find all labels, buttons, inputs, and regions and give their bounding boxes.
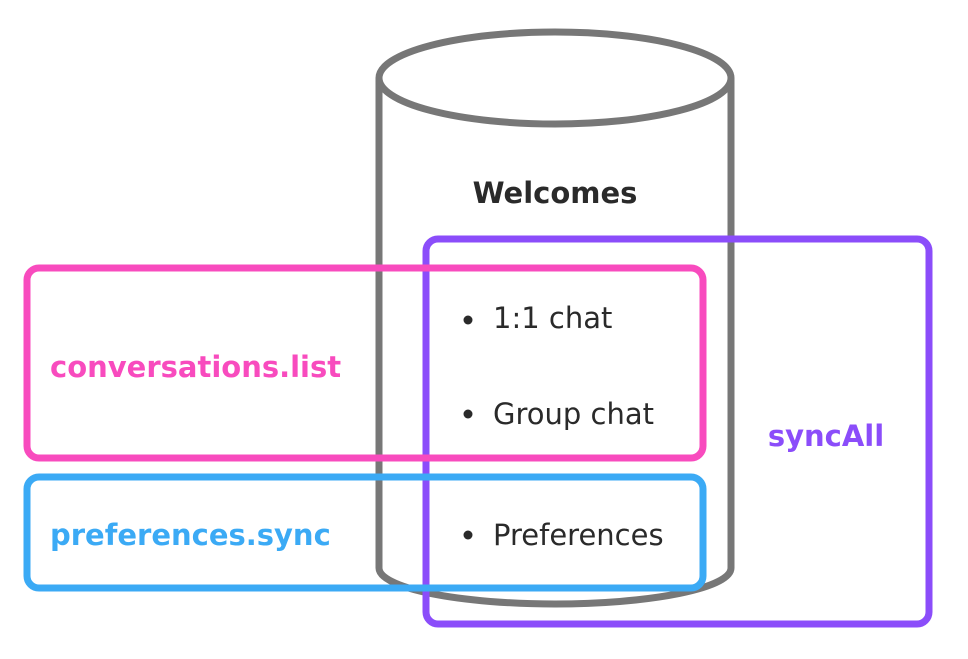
item-preferences: Preferences (493, 518, 664, 552)
conversations-list-label: conversations.list (50, 350, 341, 384)
preferences-sync-box (23, 473, 707, 592)
bullet-group-chat (463, 409, 473, 419)
sync-all-box (422, 235, 933, 628)
cylinder-top (375, 28, 735, 128)
conversations-list-box (23, 264, 707, 462)
item-1to1-chat: 1:1 chat (493, 301, 612, 335)
bullet-preferences (463, 530, 473, 540)
preferences-sync-label: preferences.sync (50, 518, 331, 552)
bullet-1to1-chat (463, 315, 473, 325)
database-cylinder (375, 28, 735, 608)
database-title: Welcomes (473, 176, 638, 210)
cylinder-body (375, 78, 735, 608)
item-group-chat: Group chat (493, 397, 654, 431)
sync-all-label: syncAll (768, 419, 884, 453)
